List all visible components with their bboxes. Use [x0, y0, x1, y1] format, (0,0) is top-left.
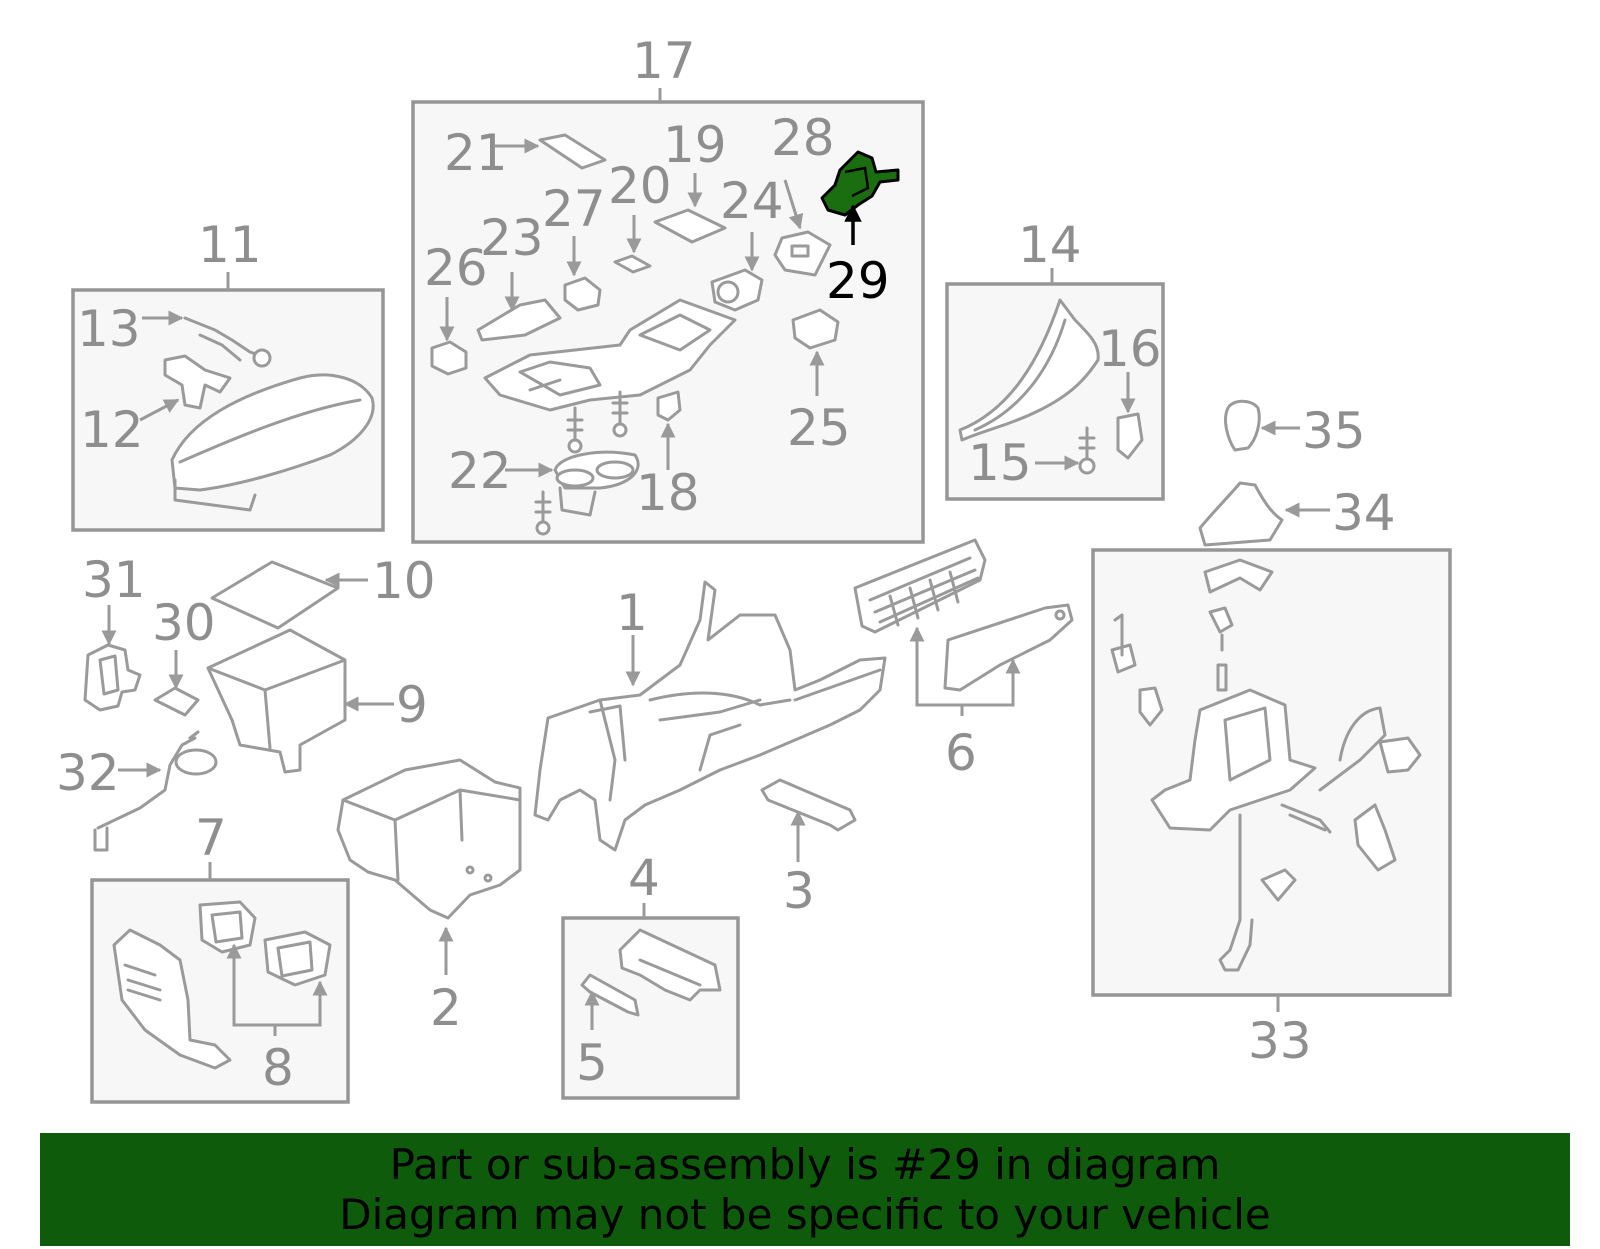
callout-5: 5: [576, 1034, 608, 1092]
callout-18: 18: [636, 464, 700, 522]
banner-line-part-number: Part or sub-assembly is #29 in diagram: [389, 1139, 1221, 1189]
callout-27: 27: [542, 180, 606, 238]
shifter-assembly-part: [1110, 558, 1422, 972]
callout-17: 17: [632, 32, 696, 90]
callout-26: 26: [424, 239, 488, 297]
highlighted-part-29: [820, 150, 900, 217]
part-9-box: [206, 628, 347, 774]
banner-line-disclaimer: Diagram may not be specific to your vehi…: [339, 1189, 1271, 1239]
callout-13: 13: [77, 300, 141, 358]
callout-4: 4: [628, 849, 660, 907]
part-3-bracket: [760, 778, 857, 832]
callout-28: 28: [771, 109, 835, 167]
callout-25: 25: [787, 399, 851, 457]
callout-19: 19: [663, 116, 727, 174]
part-10-mat: [210, 560, 340, 630]
part-19-pad: [653, 208, 727, 244]
side-trim-part: [958, 298, 1100, 442]
callout-31: 31: [82, 551, 146, 609]
part-28-bezel: [773, 230, 832, 277]
part-23-trim: [476, 298, 562, 342]
part-30-connector: [153, 686, 200, 717]
armrest-lid-part: [170, 373, 375, 512]
part-7-lower-panel: [112, 928, 232, 1070]
part-6-grille-panel: [853, 538, 987, 634]
console-tray-part: [483, 298, 737, 412]
part-16-clip: [1116, 412, 1144, 460]
callout-32: 32: [56, 744, 120, 802]
part-18-clip: [656, 390, 682, 422]
part-24-socket: [710, 268, 764, 312]
callout-2: 2: [430, 979, 462, 1037]
part-1-console-body: [533, 580, 887, 852]
part-15-screw: [1078, 426, 1096, 475]
callout-30: 30: [152, 594, 216, 652]
callout-3: 3: [783, 862, 815, 920]
callout-20: 20: [608, 157, 672, 215]
callout-23: 23: [480, 209, 544, 267]
part-21-trim: [538, 133, 607, 170]
callout-29-highlighted: 29: [826, 252, 890, 310]
callout-33: 33: [1248, 1012, 1312, 1070]
callout-6: 6: [945, 724, 977, 782]
callout-16: 16: [1098, 320, 1162, 378]
part-22-cupholder: [553, 450, 640, 517]
part-34-boot: [1198, 481, 1284, 547]
callout-14: 14: [1018, 216, 1082, 274]
part-26-switch: [430, 340, 468, 376]
part-35-knob: [1224, 399, 1261, 452]
part-4-bracket: [618, 928, 722, 1002]
part-8-vent-right: [263, 930, 332, 987]
callout-10: 10: [372, 552, 436, 610]
callout-35: 35: [1302, 402, 1366, 460]
callout-21: 21: [444, 124, 508, 182]
callout-1: 1: [616, 584, 648, 642]
callout-34: 34: [1332, 484, 1396, 542]
info-banner: Part or sub-assembly is #29 in diagram D…: [40, 1133, 1570, 1246]
part-32-harness: [93, 730, 218, 852]
armrest-hinge-part: [183, 316, 272, 368]
callout-22: 22: [448, 442, 512, 500]
part-27-switch: [563, 276, 602, 312]
part-31-switch: [83, 643, 142, 712]
part-2-lower-console: [336, 758, 522, 920]
callout-9: 9: [396, 676, 428, 734]
callout-8: 8: [262, 1039, 294, 1097]
callout-15: 15: [968, 434, 1032, 492]
screws-17: [534, 390, 629, 536]
callout-7: 7: [195, 809, 227, 867]
callout-24: 24: [720, 172, 784, 230]
callout-12: 12: [80, 401, 144, 459]
armrest-bracket-part: [163, 354, 232, 410]
part-8-vent-left: [198, 900, 257, 954]
part-6-side-panel: [943, 603, 1074, 692]
callout-11: 11: [198, 216, 262, 274]
part-20-pad: [613, 254, 652, 274]
part-25-switch: [791, 308, 840, 350]
